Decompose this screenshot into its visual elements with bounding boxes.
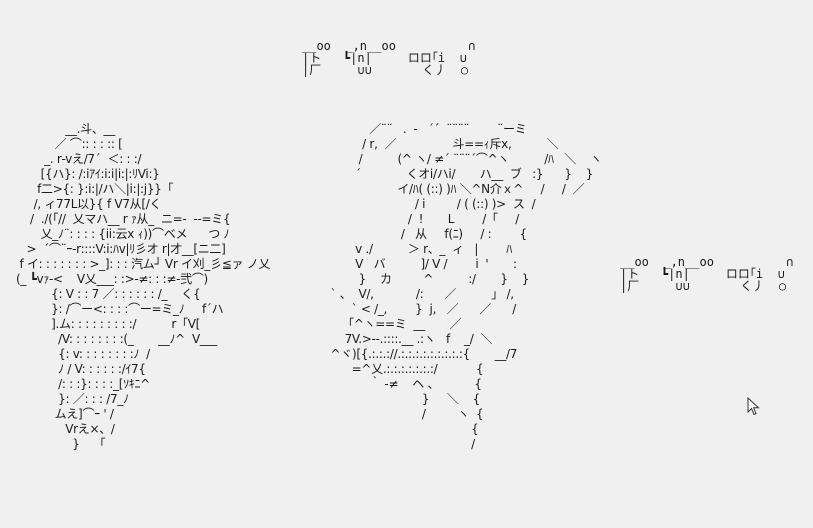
ascii-art-center-figure: ／¨¨ . - ´´ ¨¨¨¨ ¨ーミ / r, ／ 斗==ｨ斥x, ＼ / (… <box>330 122 602 451</box>
sound-effect-right: __oo _,n__oo ∩ |ト ┗|n| ロロ｢i ∪ |厂 ∪∪ く丿 ○ <box>620 255 794 293</box>
sound-effect-top: __oo _,n__oo ∩ |ト ┗|n| ロロ｢i ∪ |厂 ∪∪ く丿 ○ <box>302 39 476 77</box>
mouse-cursor-icon <box>747 397 760 416</box>
ascii-art-left-figure: __.斗、__ ／ ⌒:: : : :: [ _. r‐vえ/7´ ＜: : :… <box>16 122 271 451</box>
